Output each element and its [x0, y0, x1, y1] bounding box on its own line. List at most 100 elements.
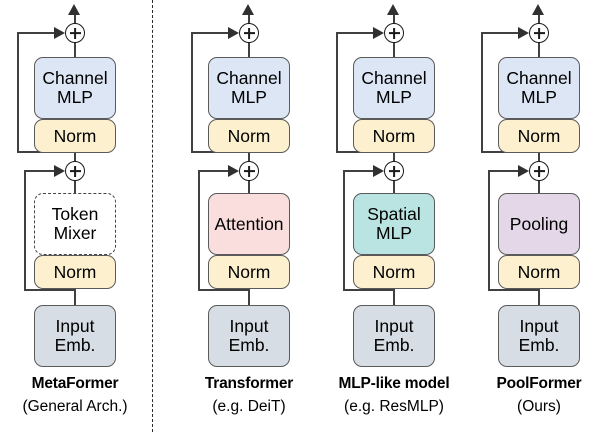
block-input-embedding-label: Input: [55, 316, 95, 337]
residual-skip-2-entry: [488, 170, 521, 172]
addition-node-top-plus-icon: [384, 23, 404, 43]
wire-input-to-norm2: [74, 288, 76, 306]
residual-skip-1-riser: [336, 33, 338, 153]
block-token-mixer: Pooling: [498, 193, 580, 255]
block-input-embedding-label: Input: [519, 316, 559, 337]
residual-skip-1-riser: [191, 33, 193, 153]
addition-node-top-plus-icon: [529, 23, 549, 43]
wire-mlp-to-add-top: [248, 42, 250, 58]
residual-skip-1-arrow-icon: [228, 27, 239, 39]
residual-skip-2-arrow-icon: [54, 165, 65, 177]
residual-skip-2-riser: [198, 171, 200, 291]
block-norm-top: Norm: [498, 119, 580, 153]
block-norm-top-label: Norm: [53, 125, 97, 146]
wire-norm-to-add-mid: [538, 152, 540, 162]
block-channel-mlp-label: Channel: [42, 68, 108, 89]
block-norm-top: Norm: [34, 119, 116, 153]
caption-subtitle: (e.g. DeiT): [212, 398, 286, 415]
block-channel-mlp-label-2: MLP: [376, 87, 412, 107]
block-input-embedding-label-2: Emb.: [228, 335, 270, 355]
wire-input-to-norm2: [393, 288, 395, 306]
block-norm-top: Norm: [208, 119, 290, 153]
addition-node-top-plus-icon: [65, 23, 85, 43]
section-divider-dashed: [152, 0, 153, 432]
residual-skip-2-arrow-icon: [373, 165, 384, 177]
residual-skip-1-entry: [17, 32, 57, 34]
block-input-embedding-label-2: Emb.: [54, 335, 96, 355]
wire-input-to-norm2: [538, 288, 540, 306]
wire-add-mid-to-mixer: [393, 180, 395, 194]
block-token-mixer: Attention: [208, 193, 290, 255]
wire-output-trunk: [538, 14, 540, 24]
column-caption: MLP-like model(e.g. ResMLP): [319, 375, 469, 416]
block-norm-top-label: Norm: [372, 125, 416, 146]
wire-mlp-to-add-top: [393, 42, 395, 58]
block-input-embedding-label: Input: [374, 316, 414, 337]
block-norm-bottom-label: Norm: [372, 261, 416, 282]
column-caption: MetaFormer(General Arch.): [0, 375, 150, 416]
residual-skip-2-riser: [24, 171, 26, 291]
wire-output-trunk: [393, 14, 395, 24]
wire-add-mid-to-mixer: [538, 180, 540, 194]
block-input-embedding-label: Input: [229, 316, 269, 337]
block-norm-bottom-label: Norm: [517, 261, 561, 282]
residual-skip-1-entry: [191, 32, 231, 34]
residual-skip-2-entry: [343, 170, 376, 172]
wire-norm-to-add-mid: [74, 152, 76, 162]
output-arrow-icon: [68, 4, 80, 15]
block-channel-mlp-label-2: MLP: [57, 87, 93, 107]
block-token-mixer-label: Spatial: [367, 204, 421, 225]
wire-output-trunk: [74, 14, 76, 24]
block-token-mixer-label: Token: [51, 204, 99, 225]
block-norm-bottom: Norm: [498, 255, 580, 289]
block-norm-bottom-label: Norm: [53, 261, 97, 282]
wire-input-to-norm2: [248, 288, 250, 306]
caption-title: PoolFormer: [496, 375, 582, 392]
block-token-mixer-label: Attention: [214, 213, 284, 234]
block-channel-mlp-label: Channel: [216, 68, 282, 89]
caption-subtitle: (e.g. ResMLP): [344, 398, 444, 415]
wire-mlp-to-add-top: [538, 42, 540, 58]
column-caption: PoolFormer(Ours): [464, 375, 600, 416]
output-arrow-icon: [532, 4, 544, 15]
residual-skip-1-entry: [336, 32, 376, 34]
residual-skip-1-riser: [481, 33, 483, 153]
residual-skip-2-arrow-icon: [228, 165, 239, 177]
block-channel-mlp-label: Channel: [361, 68, 427, 89]
addition-node-mid-plus-icon: [384, 161, 404, 181]
caption-title: MetaFormer: [31, 375, 119, 392]
block-token-mixer-label-2: MLP: [376, 223, 412, 243]
residual-skip-1-arrow-icon: [518, 27, 529, 39]
residual-skip-2-entry: [24, 170, 57, 172]
addition-node-mid-plus-icon: [65, 161, 85, 181]
addition-node-mid-plus-icon: [529, 161, 549, 181]
residual-skip-2-riser: [343, 171, 345, 291]
block-token-mixer-label: Pooling: [509, 213, 569, 234]
block-norm-bottom: Norm: [208, 255, 290, 289]
residual-skip-1-entry: [481, 32, 521, 34]
residual-skip-2-branch: [198, 289, 249, 291]
block-input-embedding-label-2: Emb.: [518, 335, 560, 355]
residual-skip-2-branch: [343, 289, 394, 291]
block-channel-mlp-label-2: MLP: [231, 87, 267, 107]
block-norm-bottom: Norm: [353, 255, 435, 289]
output-arrow-icon: [387, 4, 399, 15]
residual-skip-2-branch: [24, 289, 75, 291]
residual-skip-2-arrow-icon: [518, 165, 529, 177]
wire-add-mid-to-mixer: [74, 180, 76, 194]
wire-output-trunk: [248, 14, 250, 24]
block-norm-bottom: Norm: [34, 255, 116, 289]
